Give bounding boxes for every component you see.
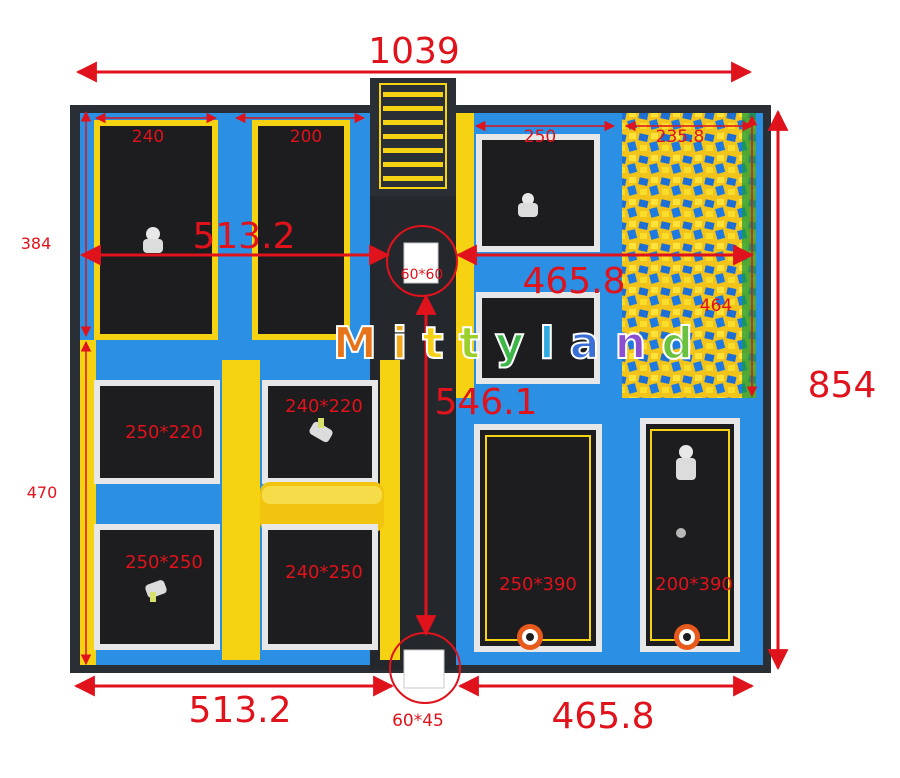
trampoline-mid-left [94, 380, 220, 484]
jumper-figure [676, 445, 696, 480]
tramp-top-left-2-label: 200 [290, 127, 322, 147]
column-bottom-label: 60*45 [392, 711, 444, 731]
total-height-label: 854 [808, 365, 877, 406]
trampoline-bottom-center [262, 524, 378, 650]
top-right-width-label: 465.8 [522, 261, 625, 302]
tramp-bottom-center-label: 240*250 [285, 562, 363, 583]
basketball-hoop-icon [517, 624, 543, 650]
tramp-long-right-label: 200*390 [655, 574, 733, 595]
foam-pit-height-label: 464 [700, 296, 732, 316]
foam-pit-width-label: 235.8 [656, 127, 705, 147]
trampoline-long-left [474, 424, 602, 652]
left-bottom-height-label: 470 [27, 483, 58, 502]
mittyland-logo: M i t t y l a n d [332, 317, 694, 370]
tramp-mid-left-label: 250*220 [125, 422, 203, 443]
logo-letter: M [333, 318, 377, 369]
ball-icon [676, 528, 686, 538]
column-top-label: 60*60 [401, 267, 444, 283]
left-pad-strip [80, 340, 96, 665]
jumper-figure [309, 418, 333, 443]
center-pad-left [380, 360, 400, 660]
trampoline-top-right [476, 134, 600, 252]
tramp-top-right-label: 250 [524, 127, 556, 147]
logo-letter: n [615, 318, 646, 369]
left-top-height-label: 384 [21, 234, 52, 253]
jumper-figure [518, 193, 538, 217]
logo-letter: i [392, 318, 407, 369]
tramp-bottom-left-label: 250*250 [125, 552, 203, 573]
column-top [403, 242, 439, 284]
tramp-long-left-label: 250*390 [499, 574, 577, 595]
bottom-left-width-label: 513.2 [188, 690, 291, 731]
tramp-top-left-1-label: 240 [132, 127, 164, 147]
logo-letter: t [423, 318, 444, 369]
center-length-label: 546.1 [434, 382, 537, 423]
trampoline-mid-right [476, 292, 600, 384]
tramp-mid-center-label: 240*220 [285, 396, 363, 417]
logo-letter: a [570, 318, 600, 369]
top-left-width-label: 513.2 [192, 216, 295, 257]
jumper-figure [145, 580, 167, 602]
trampoline-top-left-2 [252, 120, 350, 340]
svg-text:M i t t: M i t t y l a n d [333, 318, 693, 369]
basketball-hoop-icon [674, 624, 700, 650]
left-center-pad [222, 360, 260, 660]
logo-letter: y [495, 318, 524, 369]
logo-letter: l [539, 318, 554, 369]
column-bottom [403, 649, 445, 689]
total-width-label: 1039 [368, 31, 460, 72]
bottom-right-width-label: 465.8 [551, 696, 654, 737]
logo-letter: t [459, 318, 480, 369]
ladder-stripes [379, 83, 447, 189]
logo-letter: d [661, 318, 693, 369]
